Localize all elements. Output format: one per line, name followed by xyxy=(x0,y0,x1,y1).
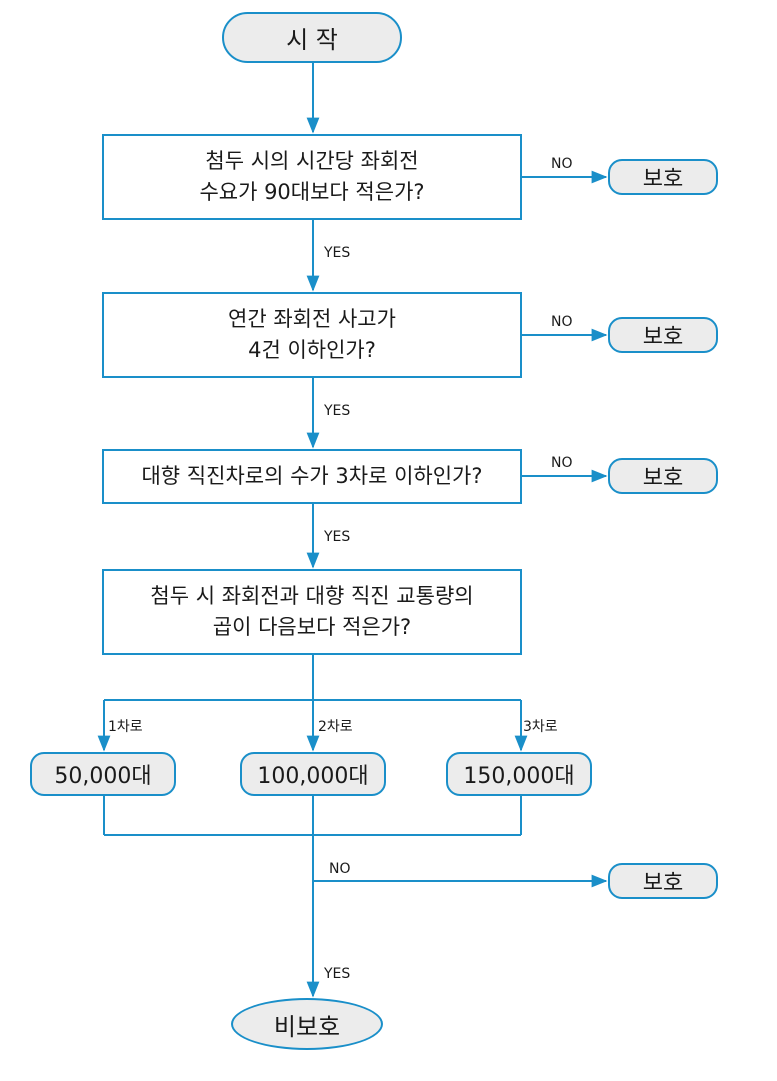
outcome-protect-3: 보호 xyxy=(608,458,718,494)
yes-label-1: YES xyxy=(324,245,351,261)
outcome-protect-label: 보호 xyxy=(642,167,684,192)
threshold-lane3: 150,000대 xyxy=(446,752,592,796)
decision-3-text: 대향 직진차로의 수가 3차로 이하인가? xyxy=(141,464,483,488)
yes-label-4: YES xyxy=(324,966,351,982)
threshold-lane2-value: 100,000대 xyxy=(257,764,369,789)
end-unprotected: 비보호 xyxy=(231,998,383,1050)
end-label: 비보호 xyxy=(273,1012,341,1041)
yes-label-2: YES xyxy=(324,403,351,419)
start-label: 시 작 xyxy=(286,26,338,54)
outcome-protect-4: 보호 xyxy=(608,863,718,899)
no-label-4: NO xyxy=(329,861,351,877)
lane1-label: 1차로 xyxy=(108,719,143,735)
decision-2-text: 연간 좌회전 사고가 4건 이하인가? xyxy=(228,307,396,362)
threshold-lane1-value: 50,000대 xyxy=(54,764,152,789)
no-label-2: NO xyxy=(551,314,573,330)
no-label-1: NO xyxy=(551,156,573,172)
outcome-protect-label: 보호 xyxy=(642,325,684,350)
outcome-protect-1: 보호 xyxy=(608,159,718,195)
decision-4-text: 첨두 시 좌회전과 대향 직진 교통량의 곱이 다음보다 적은가? xyxy=(150,584,474,639)
lane2-label: 2차로 xyxy=(318,719,353,735)
decision-volume-product: 첨두 시 좌회전과 대향 직진 교통량의 곱이 다음보다 적은가? xyxy=(102,569,522,655)
yes-label-3: YES xyxy=(324,529,351,545)
outcome-protect-label: 보호 xyxy=(642,871,684,896)
start-node: 시 작 xyxy=(222,12,402,63)
threshold-lane2: 100,000대 xyxy=(240,752,386,796)
threshold-lane3-value: 150,000대 xyxy=(463,764,575,789)
outcome-protect-label: 보호 xyxy=(642,466,684,491)
decision-accident-count: 연간 좌회전 사고가 4건 이하인가? xyxy=(102,292,522,378)
decision-1-text: 첨두 시의 시간당 좌회전 수요가 90대보다 적은가? xyxy=(199,149,425,204)
lane3-label: 3차로 xyxy=(523,719,558,735)
decision-opposing-lanes: 대향 직진차로의 수가 3차로 이하인가? xyxy=(102,449,522,504)
outcome-protect-2: 보호 xyxy=(608,317,718,353)
no-label-3: NO xyxy=(551,455,573,471)
threshold-lane1: 50,000대 xyxy=(30,752,176,796)
decision-left-turn-demand: 첨두 시의 시간당 좌회전 수요가 90대보다 적은가? xyxy=(102,134,522,220)
